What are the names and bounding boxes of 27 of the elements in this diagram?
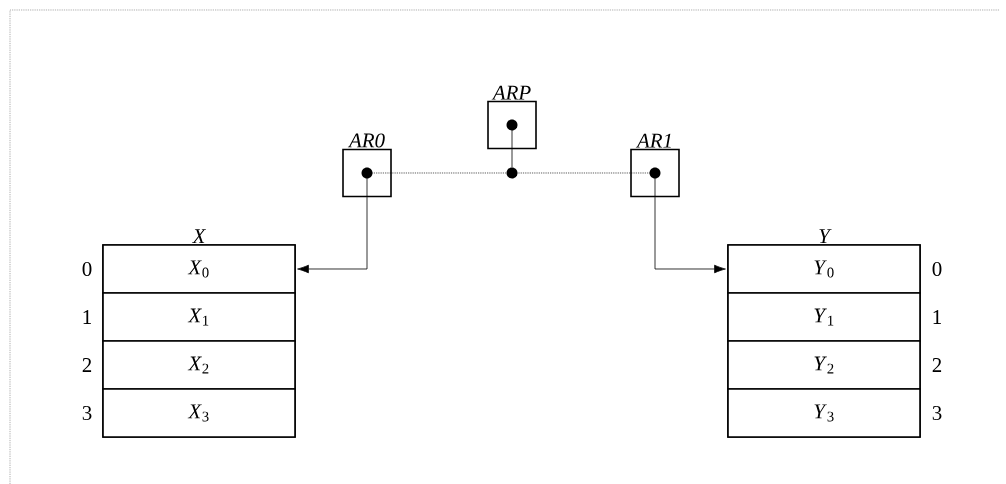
- array-label: X: [191, 229, 207, 243]
- memory-cell: Y$_{2}$: [727, 340, 921, 390]
- arrow: [297, 196, 368, 274]
- memory-cell: X$_{0}$: [102, 244, 296, 294]
- index-number: 1: [933, 310, 941, 324]
- index-number: 3: [82, 405, 92, 420]
- register-label: AR0: [347, 133, 385, 148]
- memory-cell: Y$_{3}$: [727, 388, 921, 438]
- index-number: 3: [932, 405, 942, 420]
- index-number: 0: [932, 261, 942, 277]
- memory-cell: Y$_{0}$: [727, 244, 921, 294]
- memory-cell: X$_{3}$: [102, 388, 296, 438]
- register-box: [487, 100, 537, 150]
- arrow: [654, 196, 726, 274]
- memory-cell: Y$_{1}$: [727, 292, 921, 342]
- memory-cell: X$_{2}$: [102, 340, 296, 390]
- register-label: AR1: [635, 133, 671, 148]
- connector-line: [511, 148, 513, 168]
- register-box: [342, 148, 393, 198]
- memory-cell: X$_{1}$: [102, 292, 296, 342]
- index-number: 2: [932, 358, 942, 372]
- index-number: 1: [83, 310, 91, 324]
- index-number: 2: [82, 358, 92, 372]
- index-number: 0: [82, 261, 92, 277]
- register-box: [629, 148, 680, 198]
- register-label: ARP: [491, 85, 531, 100]
- array-label: Y: [819, 229, 832, 243]
